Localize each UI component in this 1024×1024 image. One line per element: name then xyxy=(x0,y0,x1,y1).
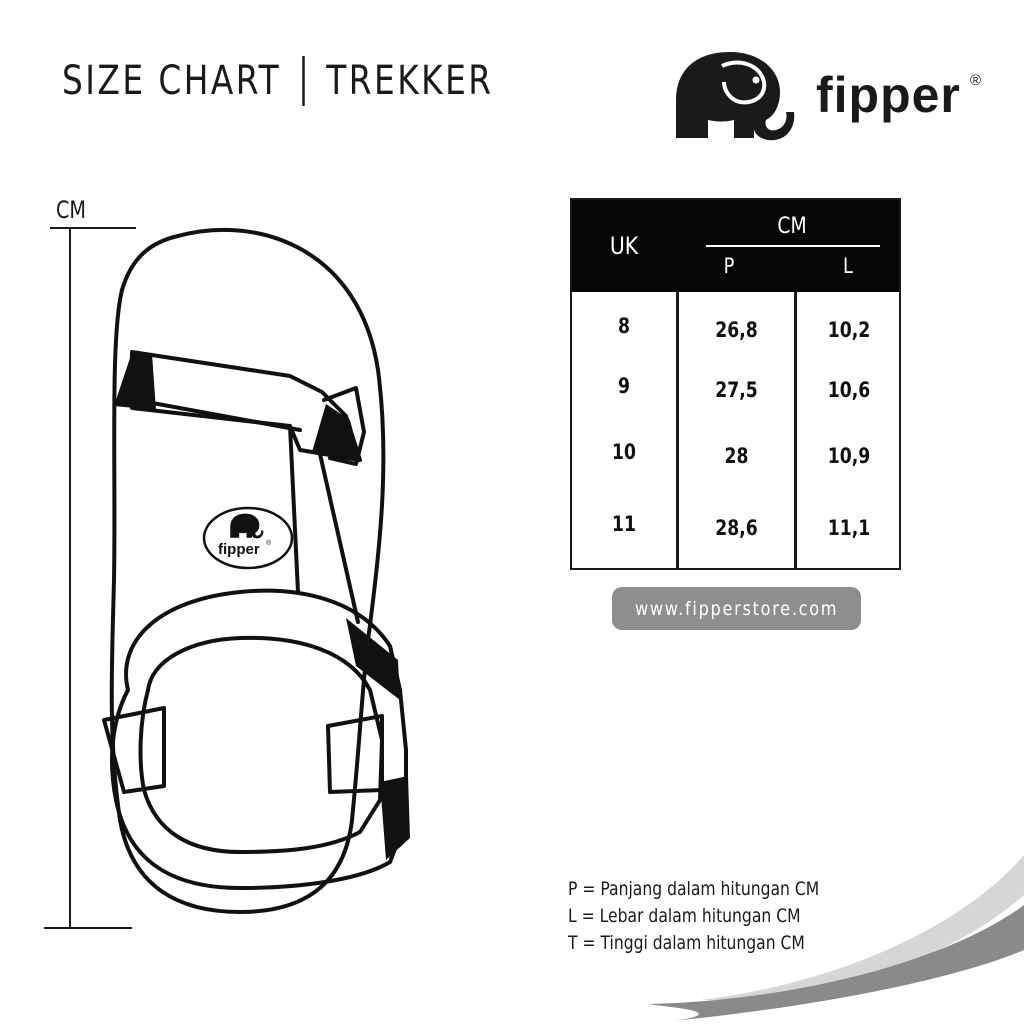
brand-name: fipper xyxy=(816,67,961,123)
size-table-header: UK CM P L xyxy=(572,200,899,292)
length-scale xyxy=(44,227,136,929)
title-separator xyxy=(302,56,305,106)
sandal-badge-brand: fipper xyxy=(218,541,260,558)
sandal-badge-elephant-icon xyxy=(230,513,264,539)
title-size-chart: SIZE CHART xyxy=(62,58,282,104)
cell-uk: 10 xyxy=(612,440,636,464)
legend-item: L = Lebar dalam hitungan CM xyxy=(568,905,801,927)
elephant-icon xyxy=(676,52,795,141)
header-divider xyxy=(706,245,880,247)
sandal-side-strap xyxy=(322,386,366,466)
website-link[interactable]: www.fipperstore.com xyxy=(612,587,861,630)
sandal-strap-accent-2 xyxy=(312,404,360,460)
cell-p: 26,8 xyxy=(715,318,758,342)
swoosh-white-cut xyxy=(640,950,1024,1024)
cell-uk: 8 xyxy=(618,314,630,338)
sandal-strap-accent-3 xyxy=(346,618,400,700)
brand-registered-mark: ® xyxy=(970,72,982,89)
cell-p: 27,5 xyxy=(715,378,758,402)
header-uk: UK xyxy=(609,232,639,260)
sandal-sole-outline xyxy=(109,227,386,914)
cell-l: 10,6 xyxy=(827,378,871,402)
website-url: www.fipperstore.com xyxy=(634,597,839,620)
size-table: UK CM P L 8 26,8 10,2 9 27,5 10,6 10 28 … xyxy=(570,198,901,570)
cell-l: 11,1 xyxy=(827,516,871,540)
sandal-center-strap xyxy=(288,424,360,624)
header-p: P xyxy=(723,254,735,278)
sandal-badge-registered-mark: ® xyxy=(266,540,272,547)
cell-uk: 9 xyxy=(618,374,630,398)
cell-p: 28,6 xyxy=(715,516,758,540)
page-title: SIZE CHART TREKKER xyxy=(62,56,494,106)
cell-uk: 11 xyxy=(612,512,636,536)
brand-logo: fipper ® xyxy=(668,46,998,146)
header-cm: CM xyxy=(777,214,807,239)
sandal-strap-accent-4 xyxy=(380,776,410,860)
column-divider xyxy=(794,292,797,570)
scale-unit-label: CM xyxy=(56,196,86,224)
cell-p: 28 xyxy=(724,444,749,468)
sandal-badge-oval xyxy=(202,506,294,570)
title-model: TREKKER xyxy=(326,58,494,104)
legend: P = Panjang dalam hitungan CM L = Lebar … xyxy=(568,876,819,957)
sandal-ankle-strap-inner xyxy=(138,635,384,854)
legend-item: T = Tinggi dalam hitungan CM xyxy=(568,932,805,954)
sandal-heel-tab-left xyxy=(102,706,166,794)
cell-l: 10,2 xyxy=(827,318,871,342)
column-divider xyxy=(676,292,679,570)
cell-l: 10,9 xyxy=(827,444,871,468)
header-l: L xyxy=(843,254,853,278)
sandal-illustration xyxy=(102,227,410,914)
legend-item: P = Panjang dalam hitungan CM xyxy=(568,878,820,900)
sandal-ankle-strap-outer xyxy=(110,588,408,890)
sandal-strap-accent-1 xyxy=(114,352,156,410)
